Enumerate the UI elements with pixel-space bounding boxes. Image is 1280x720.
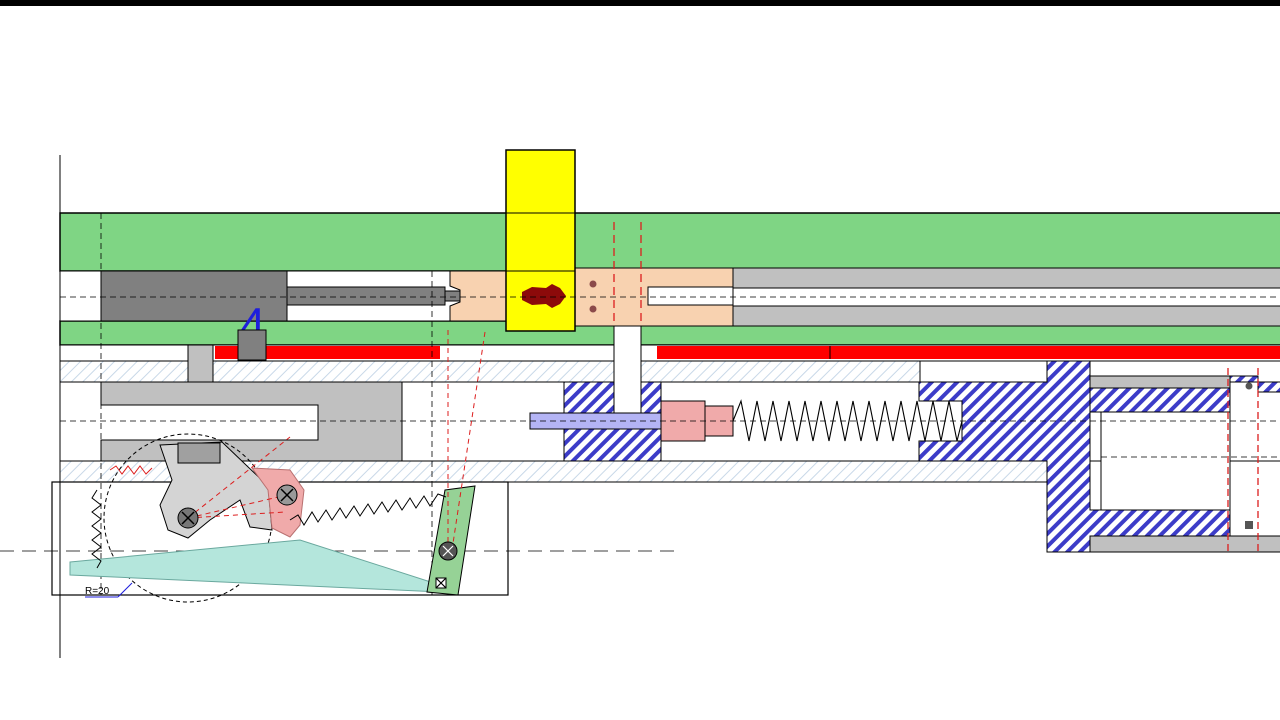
construction-line-2 <box>187 494 288 519</box>
radius-note: R=20 <box>85 586 110 597</box>
housing-pin-upper <box>1245 382 1253 390</box>
vertical-stem <box>613 325 642 427</box>
plunger-rod <box>286 286 446 306</box>
trigger-spring-icon <box>289 493 447 526</box>
hammer-spring-icon <box>91 489 102 569</box>
housing-bore-lower <box>1089 535 1280 553</box>
dog-pivot-icon <box>276 484 298 506</box>
red-bar-left <box>215 346 440 359</box>
top-spring-icon <box>109 465 153 475</box>
red-bar-right <box>657 346 1280 359</box>
construction-line-3 <box>187 511 286 519</box>
stock-upper <box>59 212 1280 272</box>
radius-leader <box>117 582 133 598</box>
construction-line-5 <box>451 331 486 551</box>
latch-tab <box>237 329 267 361</box>
hammer-pivot-icon <box>177 507 199 529</box>
projectile <box>522 284 566 308</box>
housing-pin-lower <box>1245 521 1253 529</box>
breech-inner <box>647 286 734 306</box>
lever-pivot-icon <box>438 541 458 561</box>
housing-bore-upper <box>1089 375 1231 389</box>
release-lever <box>426 485 476 596</box>
slider-body <box>100 381 403 462</box>
lever-base-pin-icon <box>435 577 447 589</box>
top-bar <box>0 0 1280 6</box>
barrel-lower <box>732 305 1280 327</box>
breech-hole-top <box>589 280 597 288</box>
barrel-upper <box>732 267 1280 289</box>
spring-seat-nose <box>704 405 734 437</box>
main-spring-icon <box>732 399 963 442</box>
sear-lever <box>69 539 441 593</box>
construction-line-1 <box>187 436 291 519</box>
hammer-notch <box>177 442 221 464</box>
latch-post <box>187 344 214 384</box>
housing-cavity <box>1100 411 1231 511</box>
breech-hole-bottom <box>589 305 597 313</box>
